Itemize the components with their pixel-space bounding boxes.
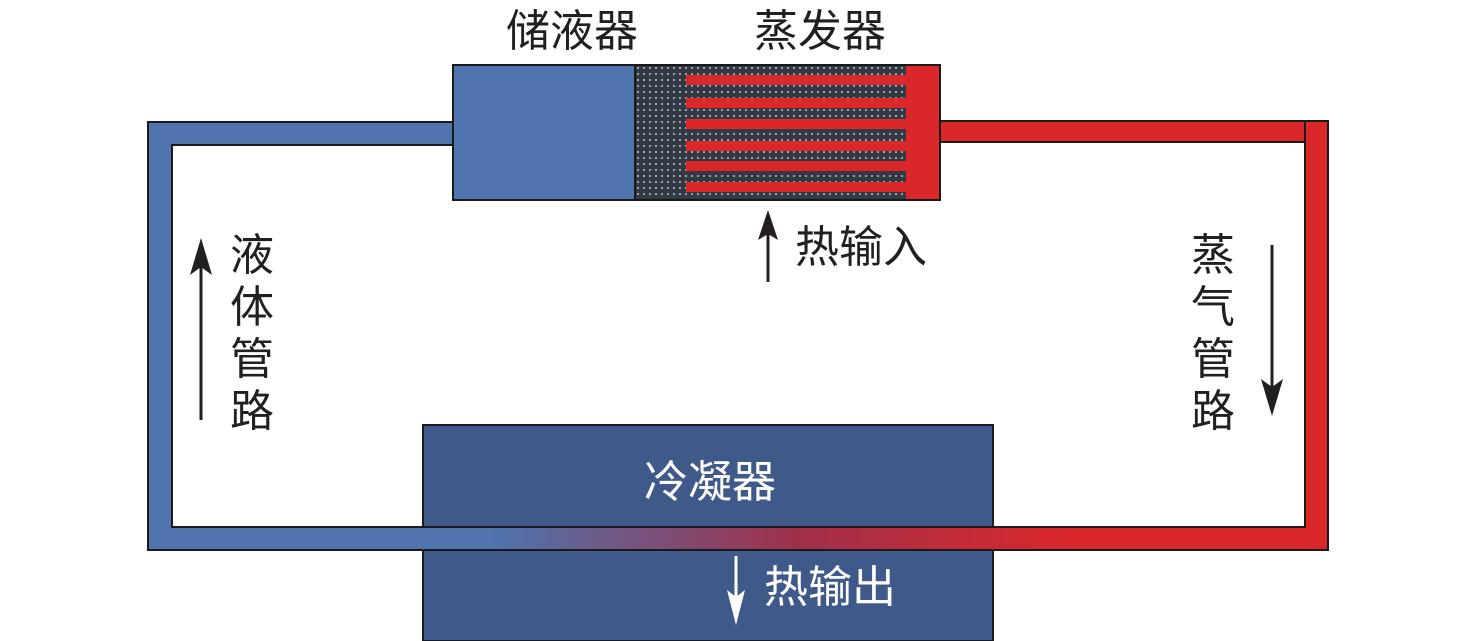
- svg-text:路: 路: [1191, 386, 1235, 437]
- vapor-flow-arrow-icon: [1261, 245, 1283, 416]
- liquid-flow-arrow-icon: [190, 238, 212, 420]
- heat-input-arrow-icon: [758, 210, 778, 282]
- svg-text:管: 管: [1191, 334, 1235, 385]
- vapor-line-label: 蒸 气 管 路: [1191, 230, 1235, 437]
- svg-text:体: 体: [230, 282, 274, 333]
- reservoir: [452, 64, 636, 201]
- svg-text:气: 气: [1191, 282, 1235, 333]
- svg-text:路: 路: [230, 386, 274, 437]
- reservoir-label: 储液器: [506, 6, 638, 57]
- liquid-line-pipe: [147, 121, 456, 551]
- liquid-line-label: 液 体 管 路: [230, 230, 274, 437]
- evaporator: [634, 64, 941, 201]
- svg-text:液: 液: [230, 230, 274, 281]
- heat-output-label: 热输出: [764, 562, 896, 613]
- condenser-pipe: [147, 526, 1329, 551]
- svg-text:管: 管: [230, 334, 274, 385]
- vapor-line-pipe: [939, 120, 1329, 551]
- condenser-label: 冷凝器: [644, 457, 776, 508]
- heat-output-arrow-icon: [727, 556, 745, 625]
- svg-text:蒸: 蒸: [1191, 230, 1235, 281]
- evaporator-label: 蒸发器: [754, 6, 886, 57]
- heat-input-label: 热输入: [795, 222, 927, 273]
